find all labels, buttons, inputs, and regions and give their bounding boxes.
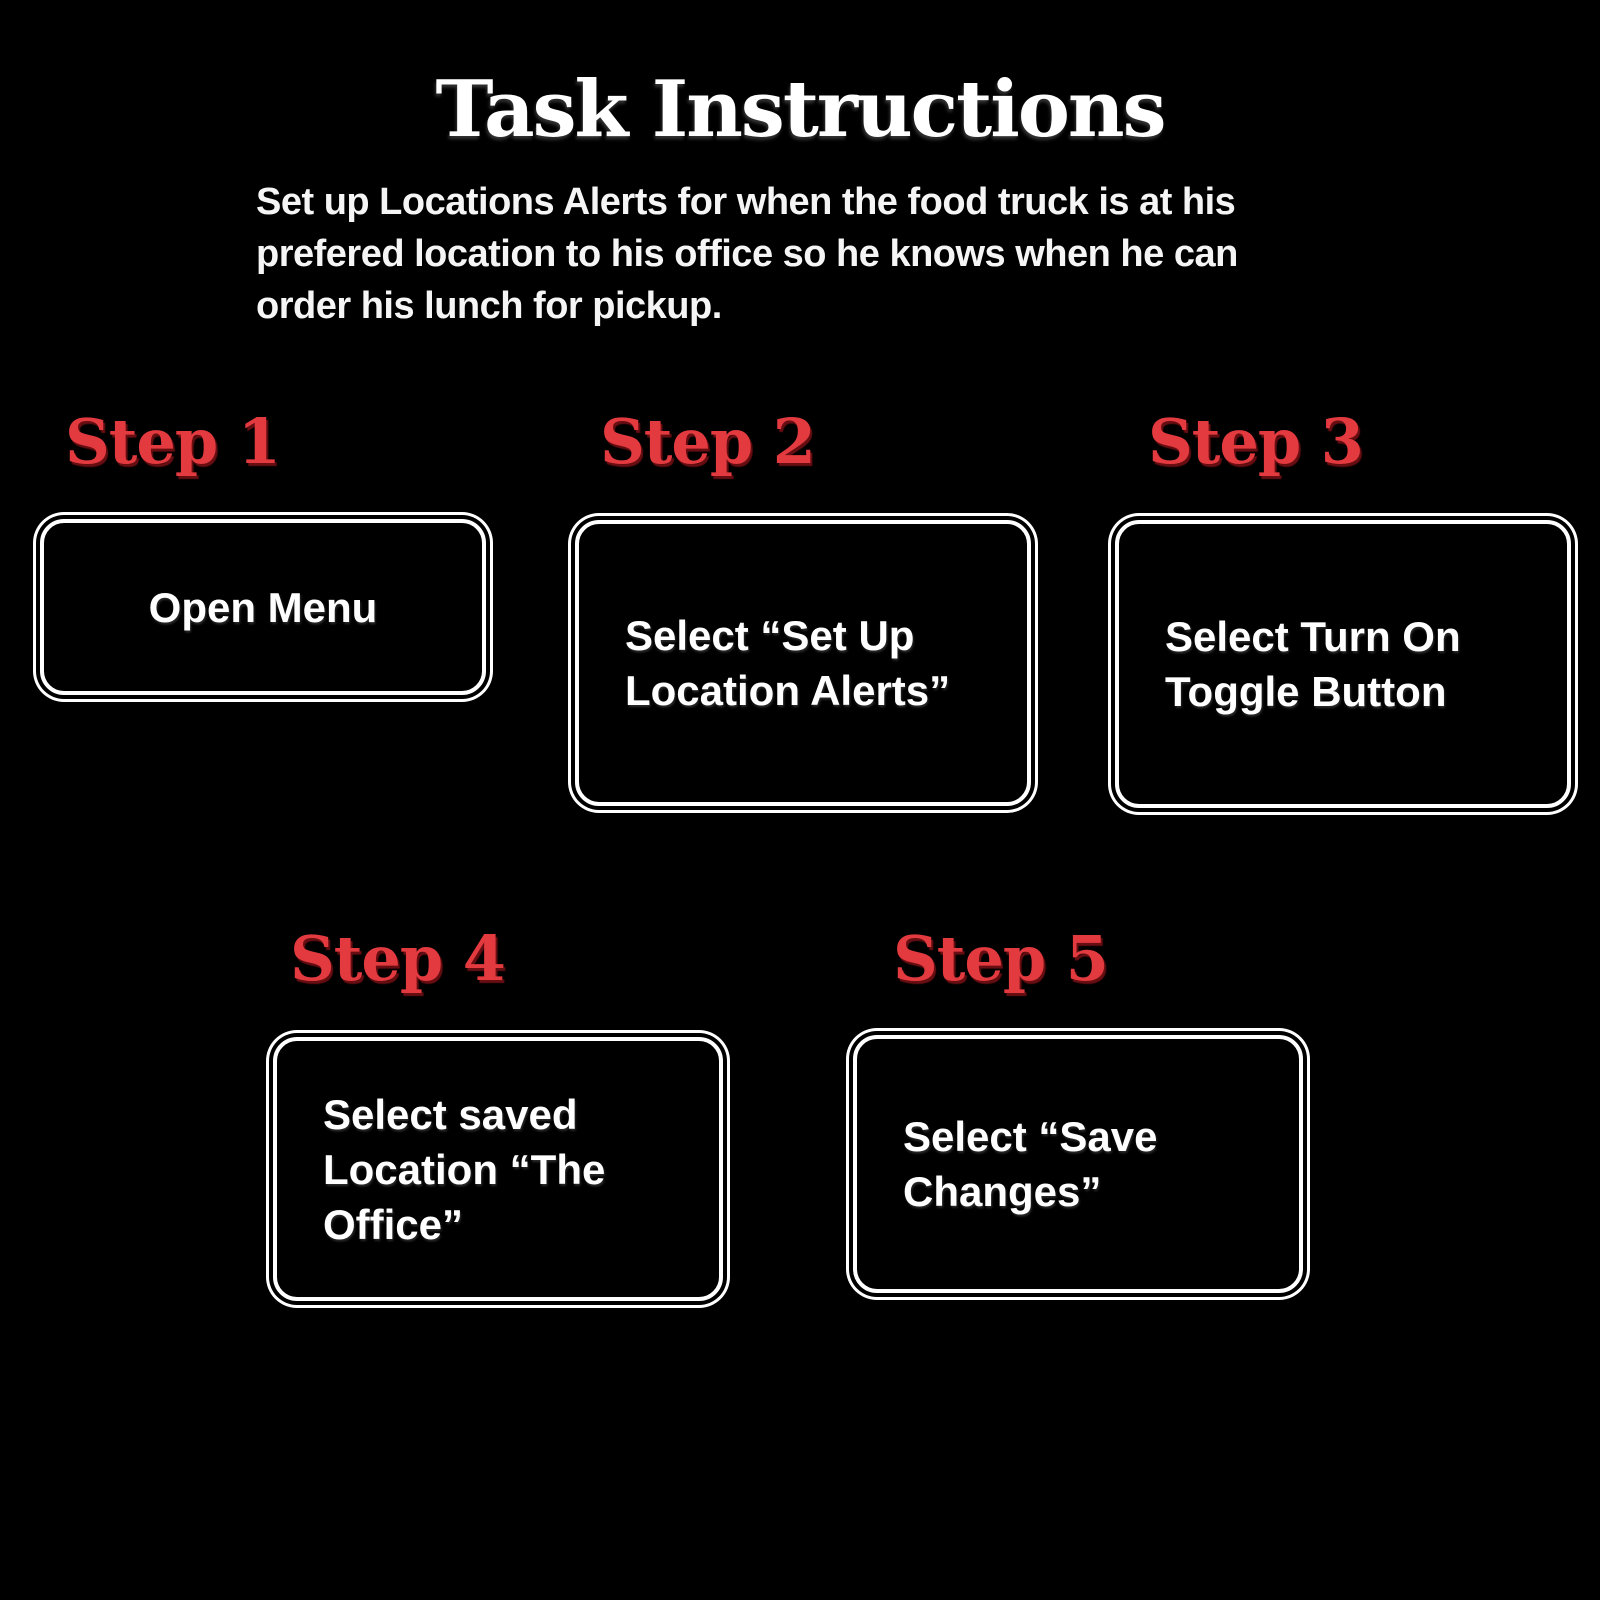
- step-1-text: Open Menu: [148, 583, 378, 631]
- page-title: Task Instructions: [435, 64, 1167, 155]
- step-1-label: Step 1: [65, 405, 281, 478]
- step-5-box: Select “Save Changes”: [853, 1035, 1303, 1293]
- task-description: Set up Locations Alerts for when the foo…: [256, 181, 1238, 327]
- step-3-label: Step 3: [1148, 405, 1364, 478]
- step-4-text: Select saved Location “The Office”: [323, 1090, 606, 1248]
- step-3-text: Select Turn On Toggle Button: [1165, 613, 1461, 715]
- step-2-text: Select “Set Up Location Alerts”: [625, 612, 951, 714]
- step-2-label: Step 2: [600, 405, 816, 478]
- step-4-box: Select saved Location “The Office”: [273, 1037, 723, 1301]
- step-3-box: Select Turn On Toggle Button: [1115, 520, 1571, 808]
- step-1-box: Open Menu: [40, 519, 486, 695]
- step-5-label: Step 5: [893, 922, 1109, 995]
- step-4-label: Step 4: [290, 922, 506, 995]
- step-2-box: Select “Set Up Location Alerts”: [575, 520, 1031, 806]
- step-5-text: Select “Save Changes”: [903, 1113, 1158, 1215]
